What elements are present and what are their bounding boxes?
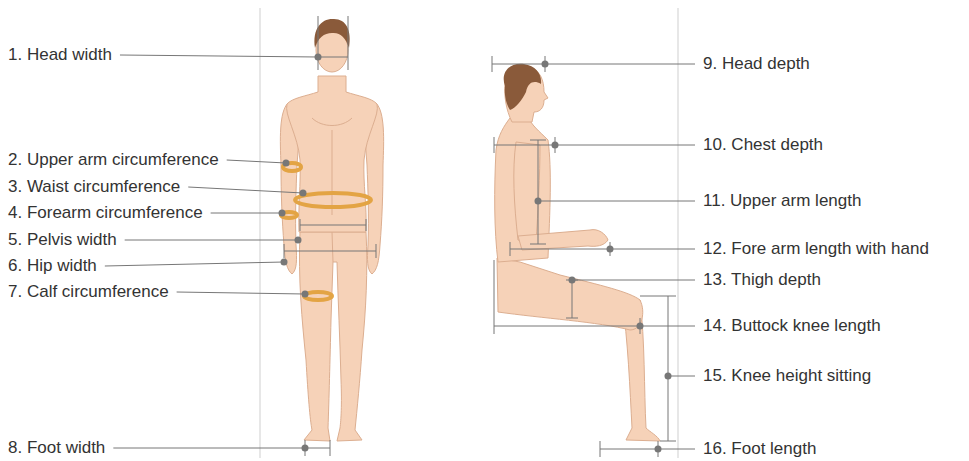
measurement-label: 14. Buttock knee length	[703, 316, 881, 336]
leader-end	[119, 54, 120, 55]
leader-line	[668, 376, 695, 377]
leader-dot	[295, 237, 302, 244]
measurement-label: 5. Pelvis width	[8, 230, 117, 250]
leader-end	[176, 291, 177, 292]
measurement-label: 6. Hip width	[8, 256, 97, 276]
leader-end	[113, 447, 114, 448]
leader-line	[572, 280, 695, 281]
leader-line	[538, 201, 695, 202]
measurement-label: 1. Head width	[8, 45, 112, 65]
leader-line	[545, 64, 695, 65]
leader-line	[227, 160, 286, 163]
leader-line	[658, 449, 695, 450]
leader-dot	[302, 445, 309, 452]
leader-dot	[569, 277, 576, 284]
leader-dot	[665, 373, 672, 380]
measurement-label: 12. Fore arm length with hand	[703, 239, 929, 259]
leader-end	[694, 144, 695, 145]
leader-dot	[655, 446, 662, 453]
front-figure	[280, 28, 383, 441]
leader-dot	[281, 259, 288, 266]
frame-line	[260, 8, 261, 458]
measurement-label: 7. Calf circumference	[8, 282, 169, 302]
leader-dot	[300, 190, 307, 197]
leader-line	[105, 262, 284, 266]
circumference-band	[281, 163, 371, 300]
leader-dot	[535, 198, 542, 205]
leader-line	[610, 249, 695, 250]
frame-line	[678, 8, 679, 458]
leader-line	[177, 292, 305, 294]
leader-end	[226, 159, 227, 160]
leader-line	[125, 240, 298, 241]
leader-end	[694, 448, 695, 449]
leader-line	[555, 145, 695, 146]
leader-end	[694, 200, 695, 201]
leader-dot	[302, 291, 309, 298]
leader-end	[694, 325, 695, 326]
hair	[314, 19, 349, 48]
measurement-label: 13. Thigh depth	[703, 270, 821, 290]
leader-dot	[279, 210, 286, 217]
leader-line	[640, 326, 695, 327]
measurement-label: 9. Head depth	[703, 54, 810, 74]
leader-line	[211, 213, 282, 214]
measurement-label: 8. Foot width	[8, 438, 105, 458]
measurement-label: 2. Upper arm circumference	[8, 150, 219, 170]
leader-end	[124, 239, 125, 240]
measurement-label: 15. Knee height sitting	[703, 366, 871, 386]
leader-end	[104, 265, 105, 266]
leader-line	[113, 448, 305, 449]
leader-line	[188, 187, 303, 193]
leader-dot	[607, 246, 614, 253]
body-contours	[312, 118, 352, 262]
measurement-label: 16. Foot length	[703, 439, 816, 459]
leader-end	[188, 186, 189, 187]
leader-dot	[315, 54, 322, 61]
leader-dot	[542, 61, 549, 68]
leader-dot	[283, 160, 290, 167]
leader-dot	[552, 142, 559, 149]
measure-lines	[492, 56, 676, 457]
leader-end	[694, 375, 695, 376]
side-figure	[495, 68, 660, 441]
leader-end	[210, 212, 211, 213]
hair	[504, 64, 541, 110]
leader-end	[694, 248, 695, 249]
measurement-label: 11. Upper arm length	[703, 191, 861, 211]
measurement-label: 4. Forearm circumference	[8, 203, 203, 223]
leader-line	[120, 55, 318, 57]
measure-lines	[284, 16, 376, 456]
leader-end	[694, 63, 695, 64]
leader-end	[694, 279, 695, 280]
leader-dot	[637, 323, 644, 330]
measurement-label: 3. Waist circumference	[8, 177, 180, 197]
measurement-label: 10. Chest depth	[703, 135, 823, 155]
